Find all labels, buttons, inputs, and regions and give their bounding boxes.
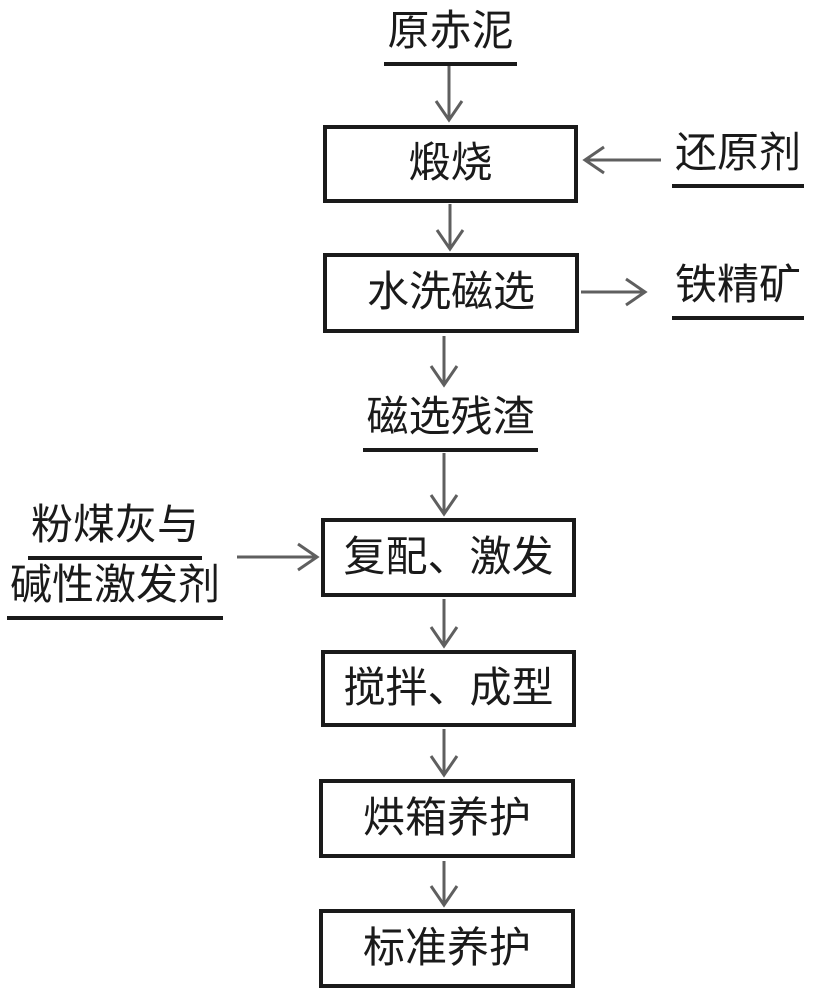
arrow-wash-to-iron <box>581 277 648 307</box>
label-magnetic-residue: 磁选残渣 <box>308 392 593 452</box>
arrow-raw-to-calcination <box>434 66 464 123</box>
iron-concentrate-text: 铁精矿 <box>672 260 805 320</box>
flyash-line2: 碱性激发剂 <box>4 560 226 620</box>
flyash-line1: 粉煤灰与 <box>4 500 226 560</box>
arrow-wash-to-residue <box>429 336 459 388</box>
reductant-text: 还原剂 <box>672 128 805 188</box>
magnetic-residue-text: 磁选残渣 <box>363 392 538 452</box>
arrow-residue-to-compounding <box>429 453 459 517</box>
arrow-flyash-to-compounding <box>237 542 320 572</box>
label-iron-concentrate: 铁精矿 <box>672 260 805 320</box>
box-oven-curing: 烘箱养护 <box>319 779 575 858</box>
flyash-line1-text: 粉煤灰与 <box>27 500 202 560</box>
label-flyash-activator: 粉煤灰与 碱性激发剂 <box>4 500 226 620</box>
raw-red-mud-text: 原赤泥 <box>384 6 517 66</box>
label-raw-red-mud: 原赤泥 <box>323 6 578 66</box>
arrow-calcination-to-wash <box>435 204 465 252</box>
label-reductant: 还原剂 <box>672 128 805 188</box>
arrow-oven-to-standard <box>429 861 459 908</box>
arrow-mixing-to-oven <box>429 729 459 778</box>
box-calcination: 煅烧 <box>323 125 578 203</box>
box-compounding-activation: 复配、激发 <box>321 518 576 597</box>
arrow-compounding-to-mixing <box>429 599 459 649</box>
box-mixing-forming: 搅拌、成型 <box>321 650 576 727</box>
arrow-reductant-to-calcination <box>582 145 661 175</box>
box-wash-magnetic-separation: 水洗磁选 <box>323 253 579 333</box>
flyash-line2-text: 碱性激发剂 <box>6 560 223 620</box>
box-standard-curing: 标准养护 <box>319 909 575 988</box>
